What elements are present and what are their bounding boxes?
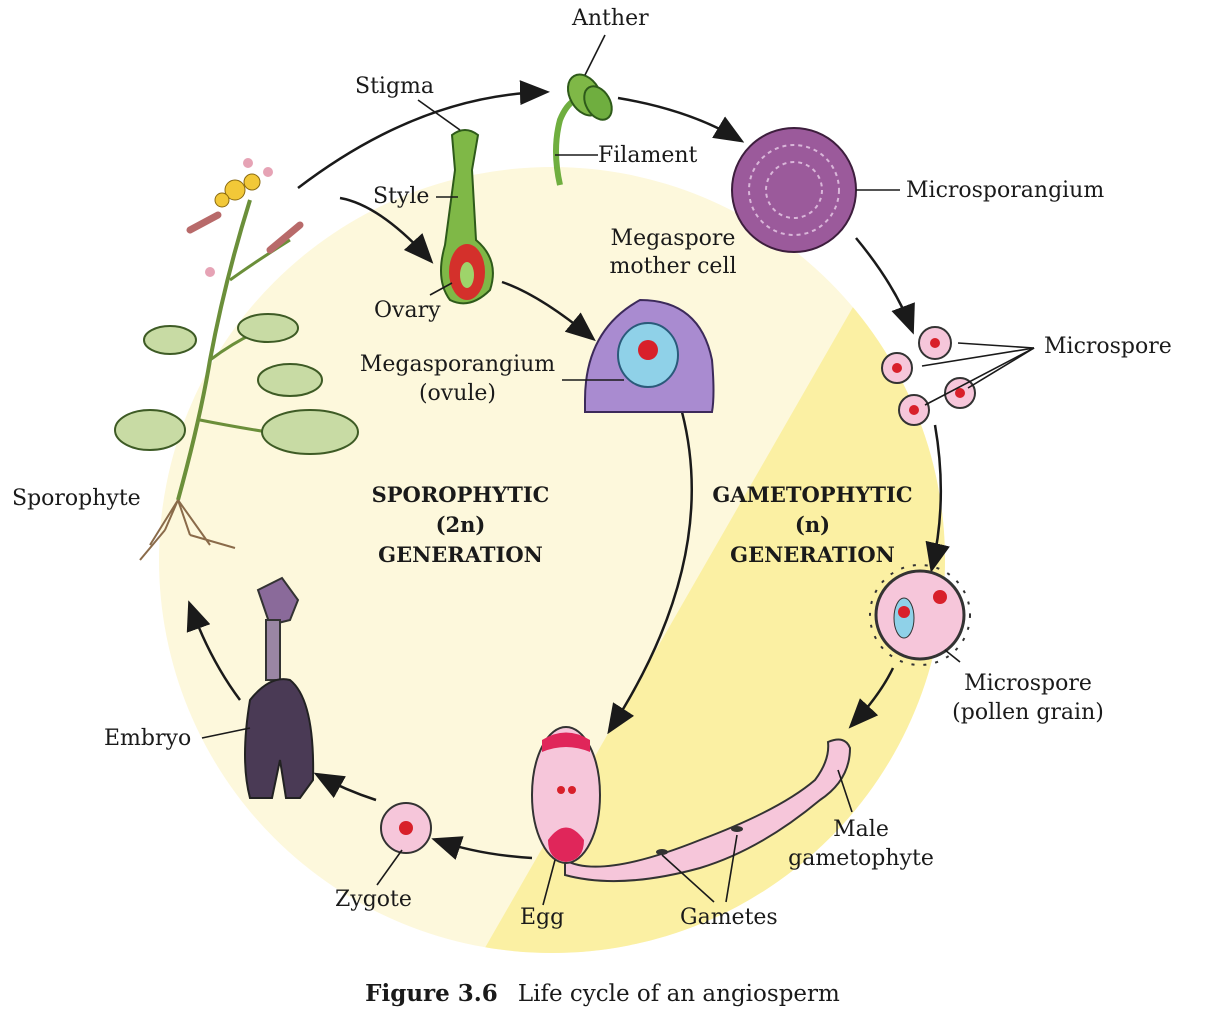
embryo-illustration — [244, 576, 315, 799]
label-style: Style — [373, 184, 430, 209]
label-megaspore-line2: mother cell — [609, 254, 737, 279]
label-microsporangium: Microsporangium — [906, 178, 1105, 203]
embryo-sac-illustration — [531, 726, 601, 864]
label-male-line2: gametophyte — [788, 846, 934, 871]
label-megaspore-line1: Megaspore — [610, 226, 736, 251]
label-sporophyte: Sporophyte — [12, 486, 141, 511]
arrow-embryo-to-sporophyte — [186, 600, 242, 701]
label-male-gametophyte: Male gametophyte — [776, 817, 946, 872]
gametophytic-line2: (n) — [794, 512, 831, 537]
sporophytic-line1: SPOROPHYTIC — [371, 482, 550, 507]
label-pollen-grain: Microspore (pollen grain) — [938, 671, 1118, 726]
male-gametophyte-illustration — [564, 738, 852, 883]
sporophyte-plant-illustration — [114, 158, 359, 561]
arrow-plant-to-ovary — [339, 196, 434, 264]
sporophytic-line3: GENERATION — [378, 542, 543, 567]
pistil-illustration — [440, 129, 494, 305]
label-embryo: Embryo — [104, 726, 192, 751]
megasporangium-illustration — [584, 298, 715, 413]
stamen-illustration — [553, 73, 613, 186]
label-zygote: Zygote — [335, 887, 412, 912]
zygote-illustration — [380, 802, 432, 854]
arrow-megasporangium-to-egg — [607, 411, 694, 735]
label-microspore: Microspore — [1044, 334, 1172, 359]
label-megasporangium-line1: Megasporangium — [359, 352, 556, 377]
label-ovary: Ovary — [374, 298, 441, 323]
caption-number: Figure 3.6 — [365, 980, 498, 1007]
label-megasporangium-line2: (ovule) — [418, 381, 497, 406]
label-egg: Egg — [520, 905, 565, 930]
microsporangium-illustration — [731, 127, 857, 253]
microspore-tetrad-illustration — [881, 326, 976, 426]
arrow-pollen-to-male-gametophyte — [848, 667, 895, 729]
label-filament: Filament — [598, 143, 698, 168]
arrow-microspore-to-pollen — [925, 424, 950, 573]
sporophytic-generation-label: SPOROPHYTIC (2n) GENERATION — [338, 480, 583, 570]
label-megasporangium: Megasporangium (ovule) — [345, 352, 570, 407]
label-megaspore-mother-cell: Megaspore mother cell — [598, 226, 748, 280]
arrow-microsporangium-to-microspore — [855, 237, 915, 335]
gametophytic-line1: GAMETOPHYTIC — [712, 482, 913, 507]
gametophytic-generation-label: GAMETOPHYTIC (n) GENERATION — [690, 480, 935, 570]
label-pollen-line1: Microspore — [964, 671, 1092, 696]
arrow-anther-to-microsporangium — [617, 96, 745, 143]
figure-caption: Figure 3.6 Life cycle of an angiosperm — [0, 980, 1205, 1007]
label-gametes: Gametes — [680, 905, 778, 930]
caption-text: Life cycle of an angiosperm — [517, 981, 840, 1007]
arrow-ovary-to-megasporangium — [501, 280, 596, 342]
label-anther: Anther — [572, 6, 649, 31]
arrow-plant-to-anther — [297, 80, 550, 189]
label-pollen-line2: (pollen grain) — [952, 700, 1104, 725]
arrow-egg-to-zygote — [431, 836, 533, 860]
pollen-grain-illustration — [869, 564, 971, 666]
leader-lines — [201, 34, 1035, 906]
cycle-arrows — [186, 80, 950, 860]
label-stigma: Stigma — [355, 74, 435, 99]
label-male-line1: Male — [833, 817, 889, 842]
gametophytic-line3: GENERATION — [730, 542, 895, 567]
sporophytic-line2: (2n) — [435, 512, 486, 537]
arrow-zygote-to-embryo — [313, 772, 377, 802]
